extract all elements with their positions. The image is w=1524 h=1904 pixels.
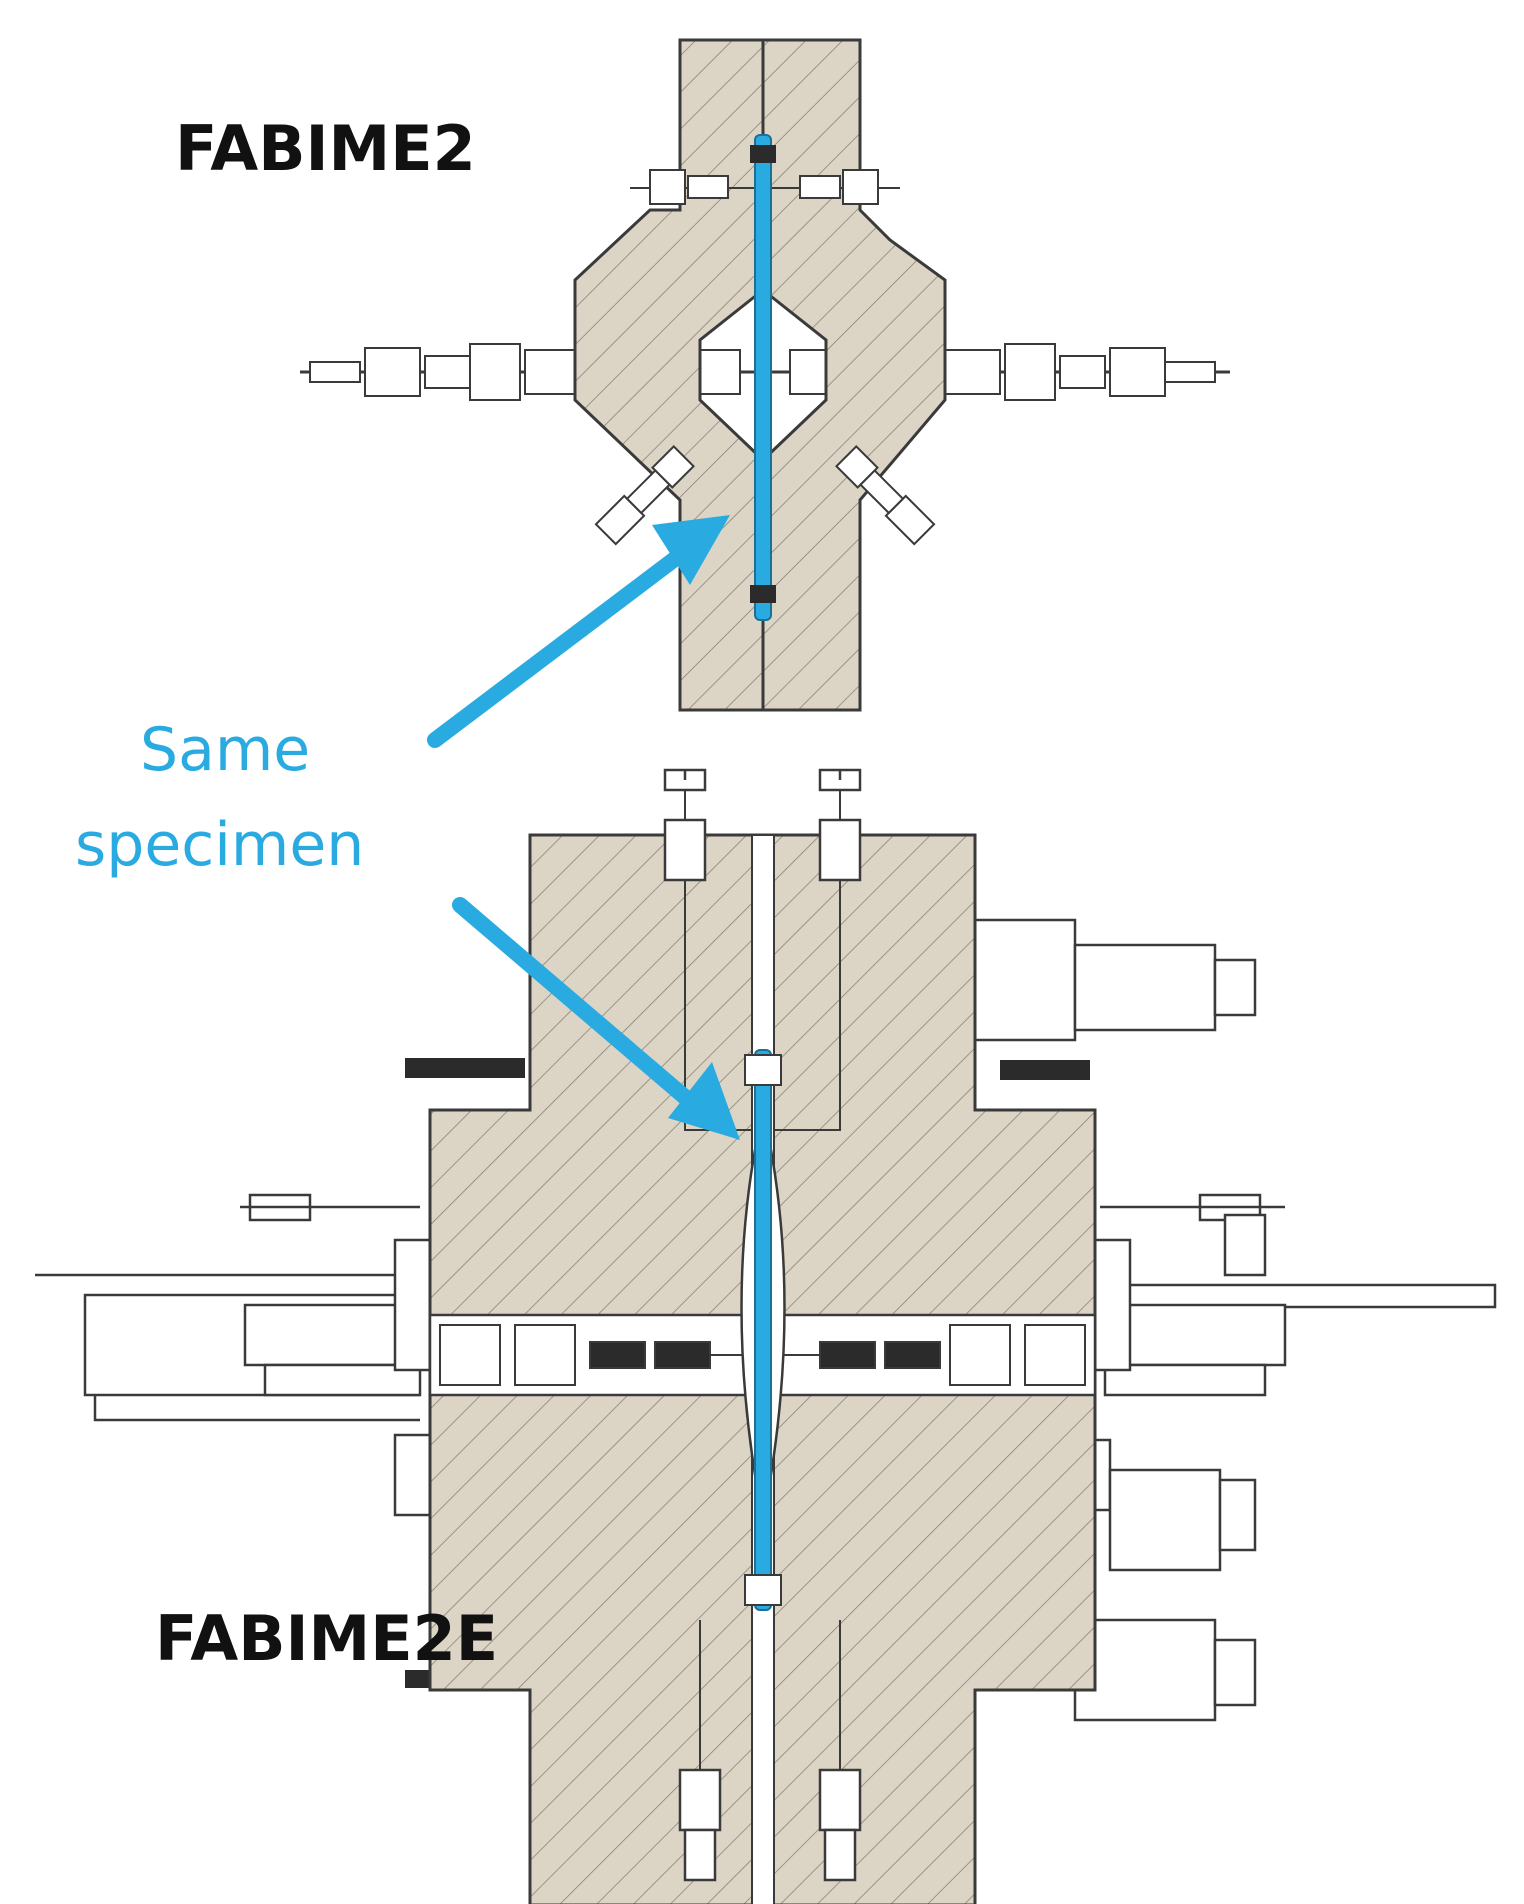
fabime2e-bottom-fittings (678, 1768, 862, 1882)
fabime2-specimen (754, 134, 772, 621)
arrow-head-bottom (668, 1062, 740, 1140)
fabime2-diagonal-fitting-right (835, 445, 936, 546)
fabime2-upper-fittings (630, 169, 900, 205)
same-specimen-callout: Same specimen (75, 515, 740, 1140)
fabime2e-channel-parts (439, 1324, 1086, 1386)
fabime2e-top-fittings (663, 768, 862, 882)
callout-line1: Same (140, 715, 310, 785)
fabime2e-right-rods (1093, 1193, 1497, 1397)
fabime2-diagonal-fitting-left (594, 445, 695, 546)
callout-line2: specimen (75, 810, 364, 880)
fabime2-label: FABIME2 (175, 112, 476, 185)
fabime2-assembly (300, 38, 1230, 712)
fabime2e-specimen (754, 1049, 772, 1611)
arrow-head-top (652, 515, 730, 585)
arrow-to-fabime2-specimen (427, 547, 688, 748)
arrow-to-fabime2e-specimen (452, 897, 708, 1118)
fabime2e-assembly (35, 768, 1497, 1904)
fabime2e-label: FABIME2E (155, 1602, 498, 1675)
fabime2e-left-rods (35, 1193, 457, 1517)
